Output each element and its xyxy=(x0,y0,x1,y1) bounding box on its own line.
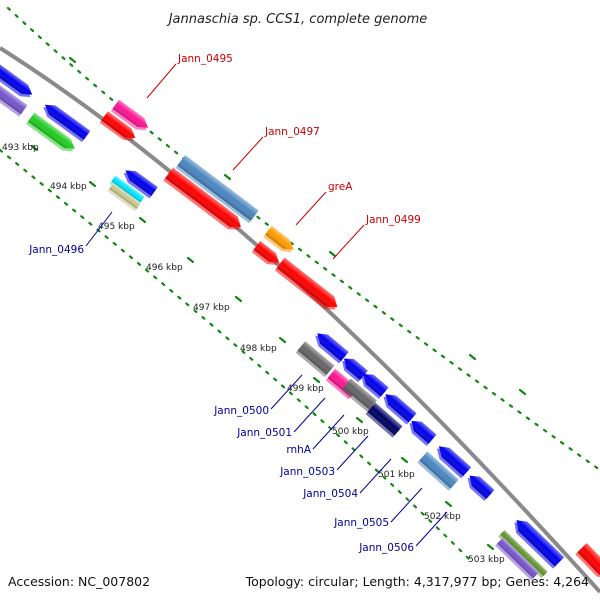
inner-dotted-line xyxy=(0,148,472,562)
gene-blue-0505 xyxy=(467,475,495,502)
gene-jann-0505-olive xyxy=(498,530,548,579)
gene-jann-0499 xyxy=(274,257,338,310)
gene-purple-left xyxy=(0,81,28,117)
kbp-label: 497 kbp xyxy=(193,303,230,313)
kbp-label: 499 kbp xyxy=(287,384,324,394)
genes xyxy=(0,60,600,581)
gene-red-0497b xyxy=(163,167,241,230)
gene-jann-0506-purple xyxy=(495,537,539,581)
gene-rnha xyxy=(341,378,377,412)
gene-blue-493 xyxy=(43,104,91,143)
gene-jann-0496-cyan xyxy=(109,175,145,205)
gene-blue-left xyxy=(0,60,33,98)
kbp-labels: 493 kbp 494 kbp 495 kbp 496 kbp 497 kbp … xyxy=(2,143,505,565)
gene-label-jann-0501: Jann_0501 xyxy=(236,427,292,439)
gene-label-jann-0499: Jann_0499 xyxy=(365,214,421,226)
kbp-label: 494 kbp xyxy=(50,182,87,192)
gene-label-jann-0503: Jann_0503 xyxy=(279,466,335,478)
gene-label-grea: greA xyxy=(328,181,353,193)
gene-blue-rnha-b xyxy=(383,394,417,425)
gene-jann-0500-gray xyxy=(295,341,335,378)
gene-label-jann-0497: Jann_0497 xyxy=(264,126,320,138)
gene-jann-0504 xyxy=(417,451,459,491)
gene-label-jann-0506: Jann_0506 xyxy=(358,542,414,554)
kbp-label: 503 kbp xyxy=(468,555,505,565)
gene-red-grea-b xyxy=(251,241,280,265)
gene-label-rnha: rnhA xyxy=(286,444,311,456)
kbp-label: 498 kbp xyxy=(240,344,277,354)
gene-jann-0500 xyxy=(315,333,349,364)
gene-blue-0500b xyxy=(342,358,368,383)
reverse-gene-labels: Jann_0496 Jann_0500 Jann_0501 rnhA Jann_… xyxy=(28,244,414,554)
gene-blue-0503b xyxy=(409,420,437,446)
kbp-label: 493 kbp xyxy=(2,143,39,153)
gene-label-jann-0496: Jann_0496 xyxy=(28,244,84,256)
kbp-label: 501 kbp xyxy=(378,470,415,480)
gene-jann-0496-blue xyxy=(123,170,158,199)
kbp-label: 500 kbp xyxy=(332,427,369,437)
kbp-label: 495 kbp xyxy=(98,222,135,232)
gene-jann-0503 xyxy=(365,402,403,438)
gene-blue-0501b xyxy=(361,374,389,399)
kbp-label: 496 kbp xyxy=(146,263,183,273)
forward-gene-labels: Jann_0495 Jann_0497 greA Jann_0499 xyxy=(177,53,421,226)
outer-dotted-line xyxy=(6,6,600,472)
topology-text: Topology: circular; Length: 4,317,977 bp… xyxy=(245,574,589,589)
accession-text: Accession: NC_007802 xyxy=(8,574,150,589)
gene-blue-0504 xyxy=(436,446,472,479)
label-leaders xyxy=(85,63,448,547)
gene-grea xyxy=(263,225,294,253)
gene-label-jann-0504: Jann_0504 xyxy=(302,488,358,500)
gene-jann-0497 xyxy=(175,155,259,224)
tick-dashes xyxy=(30,144,495,551)
gene-jann-0495 xyxy=(110,99,149,131)
gene-jann-0496-khaki xyxy=(107,183,141,212)
gene-red-0495b xyxy=(99,111,136,141)
outer-tick-dashes xyxy=(68,56,527,396)
map-title: Jannaschia sp. CCS1, complete genome xyxy=(166,12,428,27)
gene-label-jann-0505: Jann_0505 xyxy=(333,517,389,529)
gene-label-jann-0495: Jann_0495 xyxy=(177,53,233,65)
gene-blue-0506 xyxy=(514,520,565,569)
gene-label-jann-0500: Jann_0500 xyxy=(213,405,269,417)
gene-green-493 xyxy=(26,112,75,152)
